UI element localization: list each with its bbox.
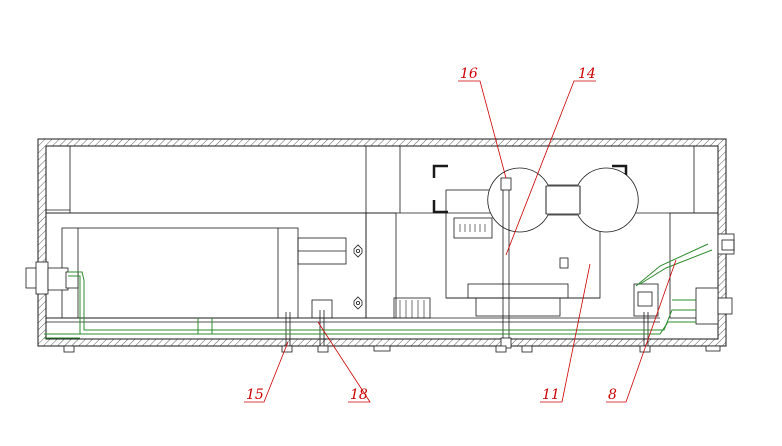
callout-14: 14	[578, 66, 596, 82]
left-connector	[25, 261, 79, 295]
vertical-rod	[500, 177, 512, 349]
bottom-plate	[46, 297, 660, 323]
round-mirror	[487, 167, 639, 233]
callout-18: 18	[350, 387, 368, 403]
enclosure-housing	[37, 138, 727, 347]
callout-8: 8	[608, 387, 617, 403]
right-assembly	[633, 212, 735, 325]
sensor-unit	[365, 164, 628, 319]
hex-nuts	[353, 244, 363, 310]
callout-15: 15	[246, 387, 264, 403]
callout-labels: 16 14 15 18 11 8	[246, 66, 617, 403]
callout-11: 11	[542, 387, 560, 403]
callout-leaders	[244, 80, 677, 403]
callout-16: 16	[460, 66, 478, 82]
